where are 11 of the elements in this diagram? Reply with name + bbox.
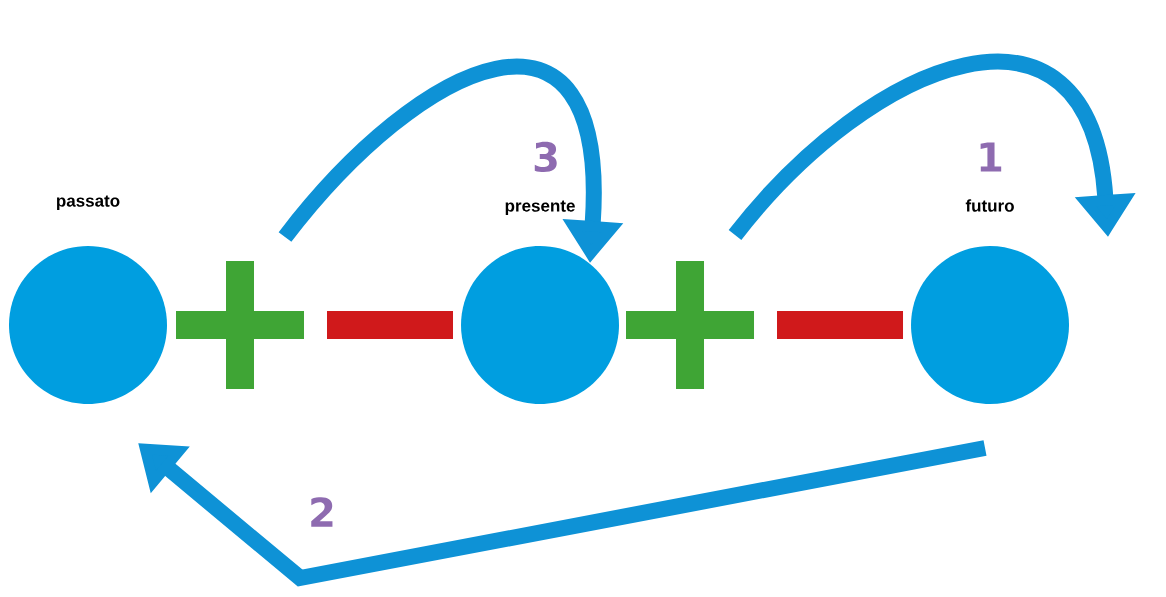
node-label: passato: [56, 195, 120, 211]
minus-sign: [777, 311, 903, 339]
arrow: [728, 53, 1136, 241]
edge-label: 3: [534, 141, 557, 173]
edge-label: 1: [980, 142, 1002, 172]
plus-sign: [626, 261, 754, 389]
plus-sign: [176, 261, 304, 389]
minus-sign: [327, 311, 453, 339]
edge-label: 2: [311, 497, 333, 527]
node-label: presente: [505, 200, 575, 216]
node-label: futuro: [965, 199, 1014, 212]
